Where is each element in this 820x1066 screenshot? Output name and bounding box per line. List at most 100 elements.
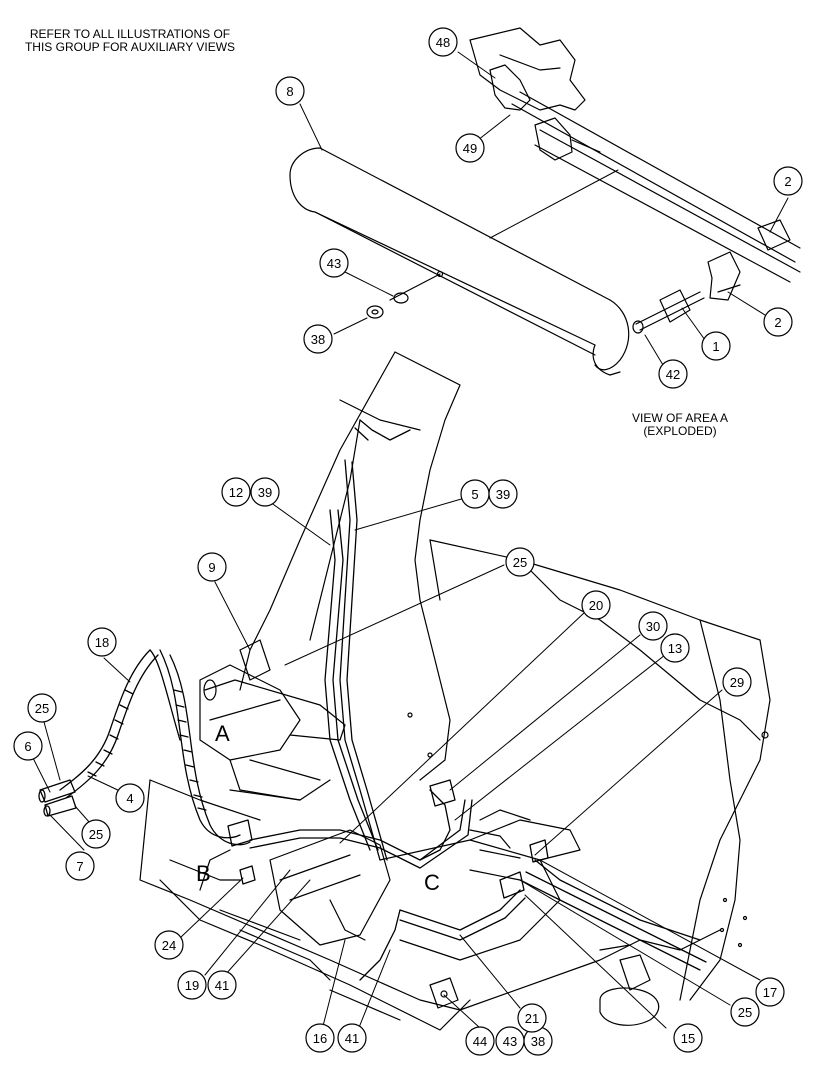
callout-circle <box>488 479 518 509</box>
callout-number: 19 <box>185 978 199 993</box>
callout-5: 5 <box>460 479 490 509</box>
callout-9: 9 <box>197 552 227 582</box>
callout-number: 1 <box>712 339 719 354</box>
callout-number: 25 <box>89 827 103 842</box>
refer-note: REFER TO ALL ILLUSTRATIONS OF THIS GROUP… <box>10 28 250 54</box>
view-note-line-2: (EXPLODED) <box>643 424 717 438</box>
callout-number: 38 <box>531 1034 545 1049</box>
callout-16: 16 <box>305 1023 335 1053</box>
callout-15: 15 <box>673 1023 703 1053</box>
callout-8: 8 <box>275 76 305 106</box>
callout-number: 39 <box>496 487 510 502</box>
callout-39: 39 <box>250 477 280 507</box>
callout-number: 38 <box>311 332 325 347</box>
callout-number: 7 <box>76 859 83 874</box>
callout-circle <box>305 1023 335 1053</box>
callout-number: 2 <box>774 315 781 330</box>
callout-41: 41 <box>207 970 237 1000</box>
callout-number: 41 <box>215 978 229 993</box>
callout-number: 25 <box>513 555 527 570</box>
callout-circle <box>517 1003 547 1033</box>
area-label-c: C <box>424 870 440 895</box>
callout-circle <box>13 731 43 761</box>
callout-number: 5 <box>471 487 478 502</box>
callout-25: 25 <box>81 819 111 849</box>
callout-circle <box>275 76 305 106</box>
view-area-a-note: VIEW OF AREA A (EXPLODED) <box>600 412 760 438</box>
exploded-view-area-a <box>289 27 801 376</box>
callout-circle <box>428 27 458 57</box>
callout-19: 19 <box>177 970 207 1000</box>
callout-38: 38 <box>523 1026 553 1056</box>
callout-number: 8 <box>286 84 293 99</box>
callout-number: 25 <box>35 701 49 716</box>
callout-circle <box>638 611 668 641</box>
callout-number: 24 <box>162 938 176 953</box>
callout-7: 7 <box>65 851 95 881</box>
callout-number: 48 <box>436 35 450 50</box>
callout-number: 21 <box>525 1011 539 1026</box>
callout-number: 17 <box>763 985 777 1000</box>
callout-13: 13 <box>660 633 690 663</box>
callout-circle <box>701 331 731 361</box>
callout-48: 48 <box>428 27 458 57</box>
callout-30: 30 <box>638 611 668 641</box>
callout-39: 39 <box>488 479 518 509</box>
callout-circle <box>87 627 117 657</box>
callout-number: 39 <box>258 485 272 500</box>
callout-circle <box>27 693 57 723</box>
callout-number: 2 <box>784 174 791 189</box>
callout-circle <box>730 997 760 1027</box>
callout-circle <box>660 633 690 663</box>
callout-number: 49 <box>463 141 477 156</box>
callout-circle <box>773 166 803 196</box>
callout-number: 43 <box>503 1034 517 1049</box>
callout-circle <box>207 970 237 1000</box>
callout-circle <box>319 248 349 278</box>
callout-number: 13 <box>668 641 682 656</box>
callout-17: 17 <box>755 977 785 1007</box>
callout-circle <box>763 307 793 337</box>
callout-41: 41 <box>337 1023 367 1053</box>
machine-body <box>139 351 771 1031</box>
callout-4: 4 <box>115 783 145 813</box>
callout-number: 43 <box>327 256 341 271</box>
callout-12: 12 <box>221 477 251 507</box>
refer-note-line-1: REFER TO ALL ILLUSTRATIONS OF <box>29 27 231 41</box>
callout-number: 9 <box>208 560 215 575</box>
callout-circle <box>65 851 95 881</box>
callout-number: 42 <box>666 367 680 382</box>
callout-circle <box>658 359 688 389</box>
callout-circle <box>303 324 333 354</box>
callout-number: 44 <box>473 1034 487 1049</box>
callout-6: 6 <box>13 731 43 761</box>
callout-circle <box>115 783 145 813</box>
callout-25: 25 <box>27 693 57 723</box>
callout-circle <box>81 819 111 849</box>
area-label-a: A <box>215 721 230 746</box>
callout-number: 15 <box>681 1031 695 1046</box>
callout-21: 21 <box>517 1003 547 1033</box>
callout-circle <box>673 1023 703 1053</box>
leader-lines <box>29 51 789 1031</box>
callout-29: 29 <box>722 667 752 697</box>
callout-circle <box>154 930 184 960</box>
callout-circle <box>755 977 785 1007</box>
callout-number: 25 <box>738 1005 752 1020</box>
callout-circle <box>465 1026 495 1056</box>
area-label-b: B <box>196 861 211 886</box>
callout-circle <box>505 547 535 577</box>
callout-number: 30 <box>646 619 660 634</box>
view-note-line-1: VIEW OF AREA A <box>631 411 729 425</box>
callout-24: 24 <box>154 930 184 960</box>
callout-circle <box>197 552 227 582</box>
callout-number: 20 <box>589 598 603 613</box>
hoses <box>38 419 707 981</box>
callout-2: 2 <box>763 307 793 337</box>
callout-circle <box>177 970 207 1000</box>
callout-circle <box>337 1023 367 1053</box>
callout-number: 4 <box>126 791 133 806</box>
